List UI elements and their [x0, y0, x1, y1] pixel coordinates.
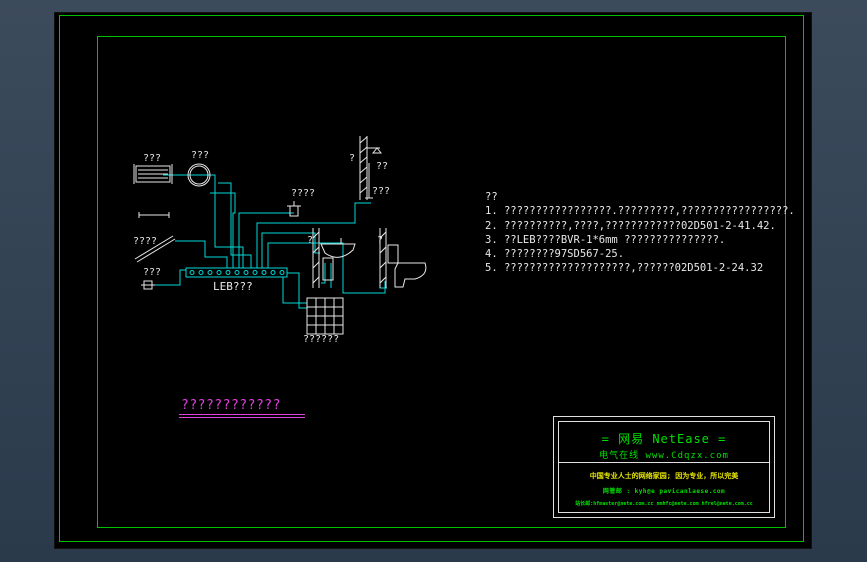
title-block-admin-email: 网管邮 : kyh@e pavicanlaese.com: [602, 488, 726, 495]
label-shower-valve: ??: [376, 161, 389, 172]
title-block-contact: 站长邮:hfmaster@nete.com.cc nmhfc@nete.com …: [575, 501, 753, 507]
shower-wall-icon: [359, 136, 383, 200]
wiring-diagram: [133, 136, 427, 335]
toilet-icon: [379, 228, 427, 288]
drawing-canvas[interactable]: ??? ??? ? ?? ??? ???? ???? ??? ? ? LEB??…: [55, 13, 811, 548]
title-underline: [179, 417, 305, 418]
grab-bar-icon: [134, 235, 176, 263]
label-grab-bar: ????: [133, 236, 158, 247]
title-block-brand: = 网易 NetEase =: [601, 432, 727, 446]
socket-icon: [141, 280, 155, 290]
note-item: 4. ????????97SD567-25.: [485, 248, 625, 260]
drawing-title: ????????????: [181, 398, 281, 413]
title-underline: [179, 414, 305, 415]
title-block: = 网易 NetEase = 电气在线 www.Cdqzx.com 中国专业人士…: [553, 416, 775, 518]
notes-heading: ??: [485, 191, 498, 203]
wiring-lines: [155, 174, 387, 309]
label-faucet: ????: [291, 188, 316, 199]
label-socket: ???: [143, 267, 162, 278]
title-block-inner: = 网易 NetEase = 电气在线 www.Cdqzx.com 中国专业人士…: [558, 421, 770, 513]
label-basin: ?: [307, 235, 314, 246]
label-shower-head: ?: [349, 153, 356, 164]
basin-icon: [312, 228, 356, 288]
note-item: 5. ????????????????????,??????02D501-2-2…: [485, 262, 764, 274]
leb-terminals: [189, 270, 285, 275]
title-block-slogan: 中国专业人士的网络家园; 因为专业，所以完美: [589, 472, 739, 480]
mirror-icon: [187, 163, 211, 187]
label-floor-grid: ??????: [303, 334, 340, 345]
label-toilet: ?: [377, 235, 384, 246]
sheet-outer-border: [59, 15, 804, 542]
title-block-divider: [559, 462, 769, 463]
wire-towel-rack: [163, 174, 244, 268]
faucet-icon: [287, 201, 301, 217]
floor-drain-grid-icon: [306, 297, 344, 335]
label-leb-box: LEB???: [213, 280, 253, 293]
label-mirror: ???: [191, 150, 210, 161]
note-item: 2. ??????????,????,????????????02D501-2-…: [485, 220, 776, 232]
label-towel-rack: ???: [143, 153, 162, 164]
towel-rack-icon: [133, 164, 173, 184]
towel-bar-icon: [138, 212, 170, 218]
sheet-inner-border: [97, 36, 786, 528]
leb-bar: [185, 267, 288, 278]
label-shower-pipe: ???: [372, 186, 391, 197]
note-item: 3. ??LEB????BVR-1*6mm ???????????????.: [485, 234, 726, 246]
title-block-site: 电气在线 www.Cdqzx.com: [599, 451, 729, 461]
note-item: 1. ?????????????????.?????????,?????????…: [485, 205, 795, 217]
